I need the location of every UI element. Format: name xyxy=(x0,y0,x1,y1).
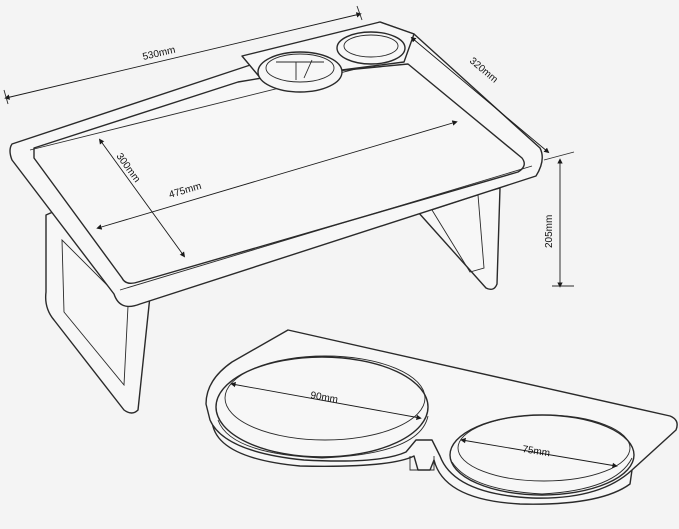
dim-90: 90mm xyxy=(230,381,422,421)
label-530: 530mm xyxy=(142,45,177,63)
label-75: 75mm xyxy=(522,444,551,459)
tray-cup-large xyxy=(257,51,343,93)
dim-75: 75mm xyxy=(460,437,618,469)
cup-holder-detail xyxy=(205,329,678,505)
label-90: 90mm xyxy=(309,390,338,406)
dim-205: 205mm xyxy=(544,158,563,288)
tray-leg-front xyxy=(44,207,151,414)
cup-large-outer xyxy=(215,356,429,458)
label-320: 320mm xyxy=(467,56,500,86)
label-205: 205mm xyxy=(544,215,555,248)
tray-cup-small xyxy=(336,31,406,65)
